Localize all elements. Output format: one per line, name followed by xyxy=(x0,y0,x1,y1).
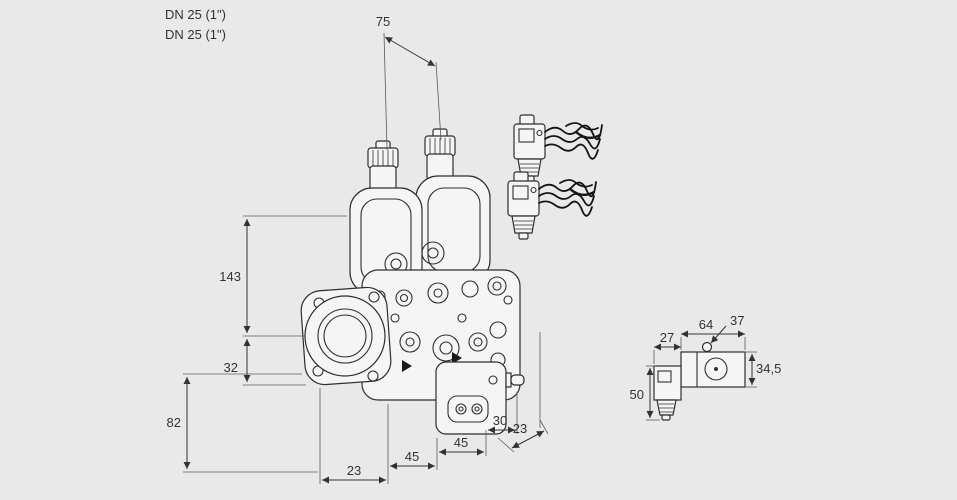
dimension-lines-main xyxy=(183,32,549,484)
center-mark xyxy=(714,367,718,371)
dim-bottom-depth-label: 23 xyxy=(513,421,527,436)
dn-label-top: DN 25 (1") xyxy=(165,7,226,22)
flow-direction-arrow xyxy=(452,352,462,364)
dim-side-body-width-label: 64 xyxy=(699,317,713,332)
solenoid-actuator-right xyxy=(415,128,491,283)
dn-label-bottom: DN 25 (1") xyxy=(165,27,226,42)
inlet-flange xyxy=(300,286,392,386)
dim-bottom-mid-right-label: 45 xyxy=(454,435,468,450)
flow-direction-arrow xyxy=(402,360,412,372)
dim-top-width-label: 75 xyxy=(376,14,390,29)
dim-side-body-height-label: 34,5 xyxy=(756,361,781,376)
dim-base-height-label: 82 xyxy=(167,415,181,430)
dimension-lines-side-view xyxy=(646,325,757,421)
dim-side-coil-width-label: 27 xyxy=(660,330,674,345)
side-view-part xyxy=(653,341,746,421)
coil-connector-with-cable-bottom xyxy=(506,170,598,241)
dim-flange-offset-label: 32 xyxy=(224,360,238,375)
dim-bottom-mid-left-label: 45 xyxy=(405,449,419,464)
dim-body-height-label: 143 xyxy=(219,269,241,284)
dim-bottom-right-label: 30 xyxy=(493,413,507,428)
dim-side-top-width-label: 37 xyxy=(730,313,744,328)
dim-bottom-left-label: 23 xyxy=(347,463,361,478)
bottom-valve-block xyxy=(435,361,525,435)
dim-side-coil-height-label: 50 xyxy=(630,387,644,402)
